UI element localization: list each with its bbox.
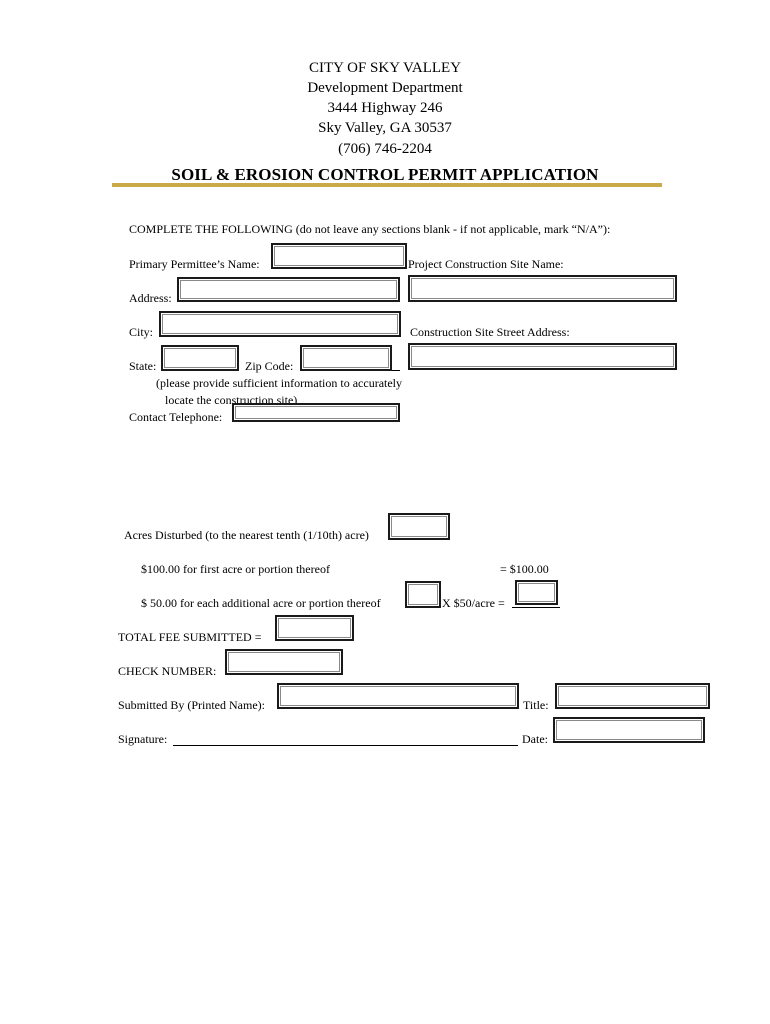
city-state-zip: Sky Valley, GA 30537	[318, 120, 452, 136]
address-label: Address:	[129, 291, 172, 305]
date-label: Date:	[522, 732, 548, 746]
signature-line[interactable]	[173, 745, 518, 746]
date-field[interactable]	[553, 717, 705, 743]
city-label: City:	[129, 325, 154, 339]
additional-acre-multiplier: X $50/acre =	[442, 596, 505, 610]
instructions-text: COMPLETE THE FOLLOWING (do not leave any…	[129, 222, 611, 236]
first-acre-fee-label: $100.00 for first acre or portion thereo…	[141, 562, 330, 576]
additional-acre-fee-label: $ 50.00 for each additional acre or port…	[141, 596, 381, 610]
street-address: 3444 Highway 246	[327, 100, 443, 116]
check-number-field[interactable]	[225, 649, 343, 675]
acres-disturbed-field[interactable]	[388, 513, 450, 540]
title-label: Title:	[523, 698, 549, 712]
additional-acre-amount-field[interactable]	[515, 580, 558, 605]
project-site-name-label: Project Construction Site Name:	[408, 257, 564, 271]
department-name: Development Department	[307, 80, 463, 96]
submitted-by-field[interactable]	[277, 683, 519, 709]
title-divider	[112, 183, 662, 187]
zip-code-field[interactable]	[300, 345, 392, 371]
zip-code-underline	[392, 370, 400, 371]
site-address-note-line-1: (please provide sufficient information t…	[156, 376, 403, 390]
state-field[interactable]	[161, 345, 239, 371]
additional-acres-count-field[interactable]	[405, 581, 441, 608]
contact-telephone-field[interactable]	[232, 403, 400, 422]
total-fee-field[interactable]	[275, 615, 354, 641]
submitted-by-label: Submitted By (Printed Name):	[118, 698, 265, 712]
address-field[interactable]	[177, 277, 400, 302]
title-field[interactable]	[555, 683, 710, 709]
check-number-label: CHECK NUMBER:	[118, 664, 217, 678]
site-street-address-field[interactable]	[408, 343, 677, 370]
acres-disturbed-label: Acres Disturbed (to the nearest tenth (1…	[124, 528, 369, 542]
zip-code-label: Zip Code:	[245, 359, 294, 373]
total-fee-label: TOTAL FEE SUBMITTED =	[118, 630, 262, 644]
form-title: SOIL & EROSION CONTROL PERMIT APPLICATIO…	[171, 165, 599, 184]
signature-label: Signature:	[118, 732, 168, 746]
project-site-name-field[interactable]	[408, 275, 677, 302]
primary-permittee-field[interactable]	[271, 243, 407, 269]
city-field[interactable]	[159, 311, 401, 337]
first-acre-fee-amount: = $100.00	[500, 562, 549, 576]
additional-acre-amount-underline	[512, 607, 560, 608]
city-name: CITY OF SKY VALLEY	[308, 60, 462, 76]
phone-number: (706) 746-2204	[338, 141, 432, 157]
site-street-address-label: Construction Site Street Address:	[410, 325, 570, 339]
contact-telephone-label: Contact Telephone:	[129, 410, 223, 424]
primary-permittee-label: Primary Permittee’s Name:	[129, 257, 260, 271]
state-label: State:	[129, 359, 157, 373]
